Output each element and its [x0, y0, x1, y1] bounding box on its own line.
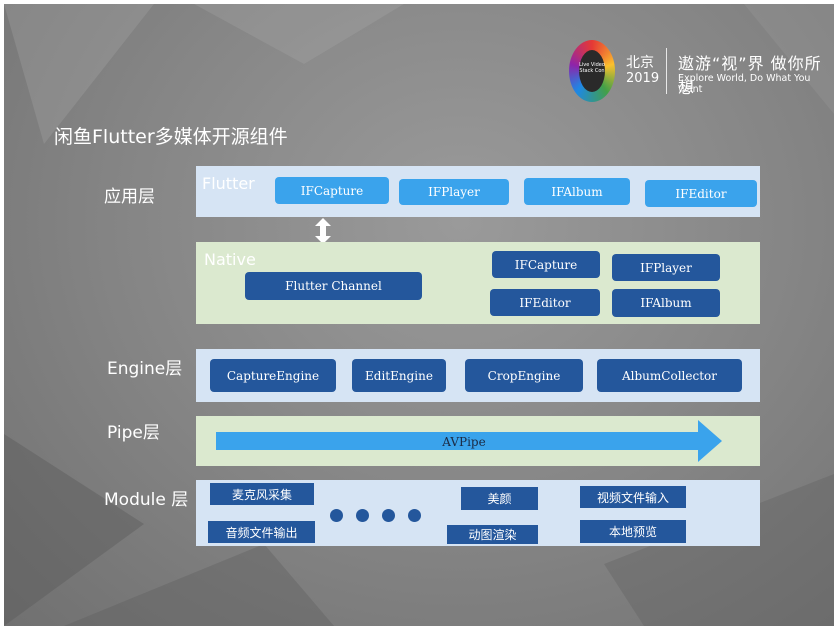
- header-year: 2019: [626, 71, 660, 86]
- module-component: 本地预览: [580, 520, 686, 543]
- native-band-title: Native: [204, 250, 256, 269]
- module-component: 麦克风采集: [210, 483, 314, 505]
- header-slogan-cn: 遨游“视”界 做你所想: [678, 54, 822, 97]
- module-component: 音频文件输出: [208, 521, 315, 543]
- module-component: 动图渲染: [447, 525, 538, 544]
- module-component: 美颜: [461, 487, 538, 510]
- ellipsis-dot: [330, 509, 343, 522]
- module-component: 视频文件输入: [580, 486, 686, 508]
- flutter-component: IFPlayer: [399, 179, 509, 205]
- engine-component: AlbumCollector: [597, 359, 742, 392]
- native-component: IFPlayer: [612, 254, 720, 281]
- header-slogan-en: Explore World, Do What You Want: [678, 73, 811, 95]
- native-component: IFAlbum: [612, 289, 720, 317]
- header-city: 北京: [626, 55, 654, 71]
- engine-component: CaptureEngine: [210, 359, 336, 392]
- flutter-band-title: Flutter: [202, 174, 255, 193]
- flutter-channel-box: Flutter Channel: [245, 272, 422, 300]
- native-component: IFCapture: [492, 251, 600, 278]
- slide: Live Video Stack Con 北京 2019 遨游“视”界 做你所想…: [4, 4, 834, 626]
- avpipe-arrow-icon: [216, 420, 722, 462]
- flutter-component: IFCapture: [275, 177, 389, 204]
- layer-label-engine: Engine层: [107, 359, 183, 379]
- ellipsis-dot: [408, 509, 421, 522]
- layer-label-app: 应用层: [104, 187, 155, 207]
- conference-logo-text: Live Video Stack Con: [579, 50, 605, 92]
- engine-component: CropEngine: [465, 359, 583, 392]
- layer-label-module: Module 层: [104, 490, 189, 510]
- engine-component: EditEngine: [352, 359, 446, 392]
- flutter-component: IFEditor: [645, 180, 757, 207]
- header-divider: [666, 48, 667, 94]
- avpipe-label: AVPipe: [442, 435, 486, 449]
- background-shapes: [4, 4, 834, 626]
- ellipsis-dot: [382, 509, 395, 522]
- bidirectional-arrow-icon: [315, 218, 331, 244]
- slide-title: 闲鱼Flutter多媒体开源组件: [54, 126, 288, 148]
- layer-label-pipe: Pipe层: [107, 423, 160, 443]
- native-component: IFEditor: [490, 289, 600, 316]
- ellipsis-dot: [356, 509, 369, 522]
- flutter-component: IFAlbum: [524, 178, 630, 205]
